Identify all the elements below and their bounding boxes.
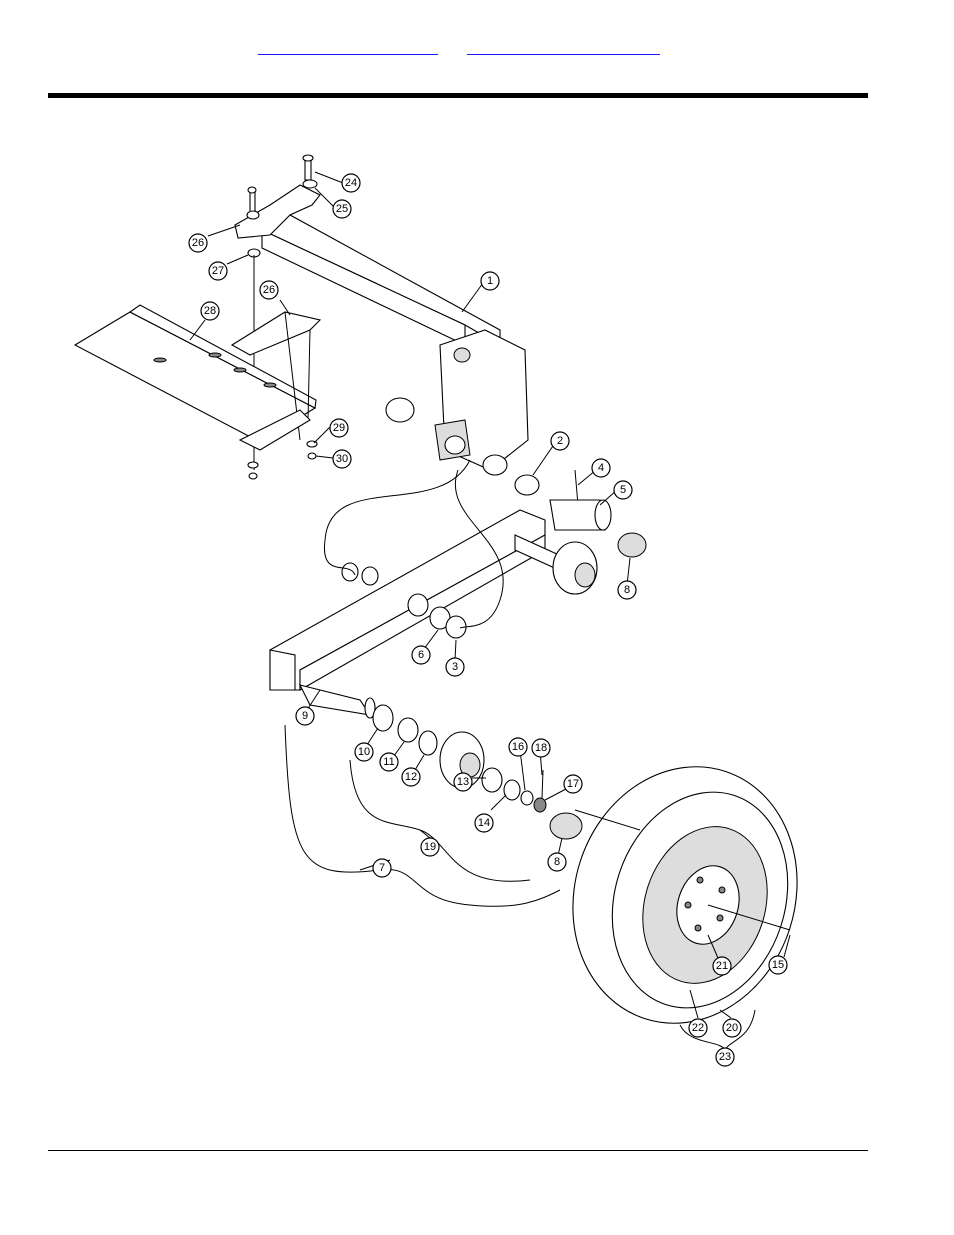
svg-text:23: 23: [719, 1051, 731, 1063]
svg-text:21: 21: [716, 960, 728, 972]
callout-22: 22: [688, 1018, 708, 1038]
svg-text:10: 10: [358, 746, 370, 758]
callout-26: 26: [188, 233, 208, 253]
svg-text:16: 16: [512, 741, 524, 753]
svg-text:28: 28: [204, 305, 216, 317]
svg-text:13: 13: [457, 776, 469, 788]
callout-13: 13: [453, 772, 473, 792]
svg-text:14: 14: [478, 817, 490, 829]
callout-28: 28: [200, 301, 220, 321]
header-rule: [48, 93, 868, 98]
header-link-1[interactable]: [258, 40, 438, 55]
svg-text:12: 12: [405, 771, 417, 783]
svg-text:22: 22: [692, 1022, 704, 1034]
footer-rule: [48, 1150, 868, 1151]
svg-text:11: 11: [383, 756, 394, 768]
main-arm: [261, 214, 529, 476]
callout-26-lower: 26: [259, 280, 279, 300]
callout-15: 15: [768, 955, 788, 975]
svg-text:18: 18: [535, 742, 547, 754]
callout-1: 1: [480, 271, 500, 291]
svg-text:7: 7: [379, 862, 385, 874]
wheel: [572, 766, 798, 1024]
svg-text:2: 2: [557, 435, 563, 447]
callout-10: 10: [354, 742, 374, 762]
callout-8-lower: 8: [547, 852, 567, 872]
callout-6: 6: [411, 645, 431, 665]
svg-text:26: 26: [192, 237, 204, 249]
callout-19: 19: [420, 837, 440, 857]
callout-20: 20: [722, 1018, 742, 1038]
callout-25: 25: [332, 199, 352, 219]
svg-text:6: 6: [418, 649, 424, 661]
hub-assembly: [372, 704, 583, 840]
callout-9: 9: [295, 706, 315, 726]
svg-text:27: 27: [212, 265, 224, 277]
lower-bracket: [73, 304, 322, 480]
callout-30: 30: [332, 449, 352, 469]
svg-text:25: 25: [336, 203, 348, 215]
svg-text:19: 19: [424, 841, 436, 853]
svg-text:24: 24: [345, 177, 357, 189]
svg-text:5: 5: [620, 484, 626, 496]
callout-17: 17: [563, 774, 583, 794]
svg-text:30: 30: [336, 453, 348, 465]
callout-8: 8: [617, 580, 637, 600]
svg-text:4: 4: [598, 462, 604, 474]
callout-23: 23: [715, 1047, 735, 1067]
callout-2: 2: [550, 431, 570, 451]
callout-7: 7: [372, 858, 392, 878]
svg-text:8: 8: [624, 584, 630, 596]
svg-text:15: 15: [772, 959, 784, 971]
callout-14: 14: [474, 813, 494, 833]
axle-frame: [269, 509, 598, 719]
group-lines: [284, 459, 756, 1052]
svg-text:17: 17: [567, 778, 579, 790]
header-link-2[interactable]: [467, 40, 660, 55]
callout-11: 11: [379, 752, 399, 772]
callout-29: 29: [329, 418, 349, 438]
svg-text:20: 20: [726, 1022, 738, 1034]
svg-text:26: 26: [263, 284, 275, 296]
svg-text:1: 1: [487, 275, 493, 287]
callout-24: 24: [341, 173, 361, 193]
callout-18: 18: [531, 738, 551, 758]
callout-4: 4: [591, 458, 611, 478]
svg-text:29: 29: [333, 422, 345, 434]
callout-12: 12: [401, 767, 421, 787]
svg-text:9: 9: [302, 710, 308, 722]
svg-text:3: 3: [452, 661, 458, 673]
callout-5: 5: [613, 480, 633, 500]
pivot-parts: [514, 469, 647, 558]
svg-text:8: 8: [554, 856, 560, 868]
callout-27: 27: [208, 261, 228, 281]
callout-21: 21: [712, 956, 732, 976]
callout-3: 3: [445, 657, 465, 677]
callout-16: 16: [508, 737, 528, 757]
